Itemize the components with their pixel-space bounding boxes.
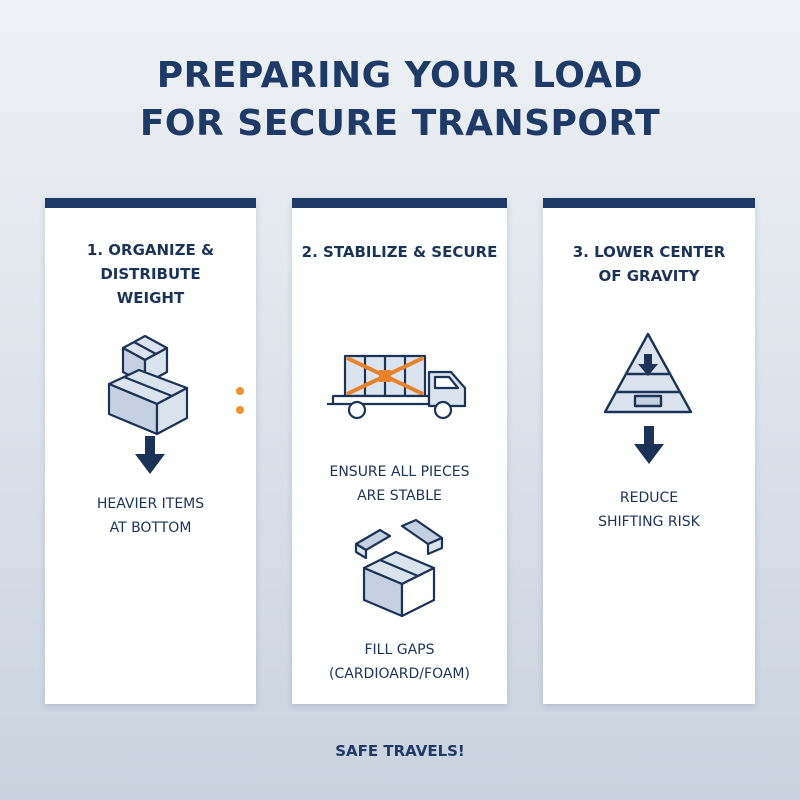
caption-line: SHIFTING RISK	[598, 514, 700, 530]
title-line-2: FOR SECURE TRANSPORT	[139, 103, 661, 144]
arrow-down-icon	[135, 436, 165, 474]
strapped-truck-icon	[327, 354, 467, 420]
heading-line: 2. STABILIZE & SECURE	[301, 243, 498, 261]
caption-line: (CARDIOARD/FOAM)	[329, 666, 470, 682]
step-caption-2: FILL GAPS (CARDIOARD/FOAM)	[292, 638, 507, 686]
title-line-1: PREPARING YOUR LOAD	[156, 55, 644, 96]
caption-line: AT BOTTOM	[109, 520, 192, 536]
dot	[236, 406, 244, 414]
footer-message: SAFE TRAVELS!	[335, 742, 465, 760]
step-heading: 3. LOWER CENTER OF GRAVITY	[543, 240, 755, 288]
step-heading: 2. STABILIZE & SECURE	[292, 240, 507, 264]
caption-line: ARE STABLE	[357, 488, 442, 504]
gravity-pyramid-icon	[603, 332, 693, 414]
heading-line: WEIGHT	[116, 289, 185, 307]
step-caption: REDUCE SHIFTING RISK	[543, 486, 755, 534]
heading-line: DISTRIBUTE	[100, 265, 201, 283]
heading-line: 1. ORGANIZE &	[86, 241, 215, 259]
step-heading: 1. ORGANIZE & DISTRIBUTE WEIGHT	[45, 238, 256, 310]
step-caption: ENSURE ALL PIECES ARE STABLE	[292, 460, 507, 508]
arrow-down-icon	[634, 426, 664, 464]
stacked-boxes-icon	[107, 334, 189, 436]
caption-line: ENSURE ALL PIECES	[329, 464, 470, 480]
dot	[236, 387, 244, 395]
step-card-organize: 1. ORGANIZE & DISTRIBUTE WEIGHT HEAVIER …	[45, 198, 256, 704]
connector-dots	[236, 387, 246, 425]
caption-line: HEAVIER ITEMS	[96, 496, 205, 512]
heading-line: 3. LOWER CENTER	[572, 243, 726, 261]
page-title: PREPARING YOUR LOAD FOR SECURE TRANSPORT	[0, 52, 800, 148]
heading-line: OF GRAVITY	[598, 267, 700, 285]
caption-line: REDUCE	[619, 490, 679, 506]
step-card-stabilize: 2. STABILIZE & SECURE ENSURE ALL PIECES …	[292, 198, 507, 704]
step-card-gravity: 3. LOWER CENTER OF GRAVITY REDUCE SHIFTI…	[543, 198, 755, 704]
box-with-padding-icon	[354, 518, 444, 618]
caption-line: FILL GAPS	[364, 642, 435, 658]
step-caption: HEAVIER ITEMS AT BOTTOM	[45, 492, 256, 540]
